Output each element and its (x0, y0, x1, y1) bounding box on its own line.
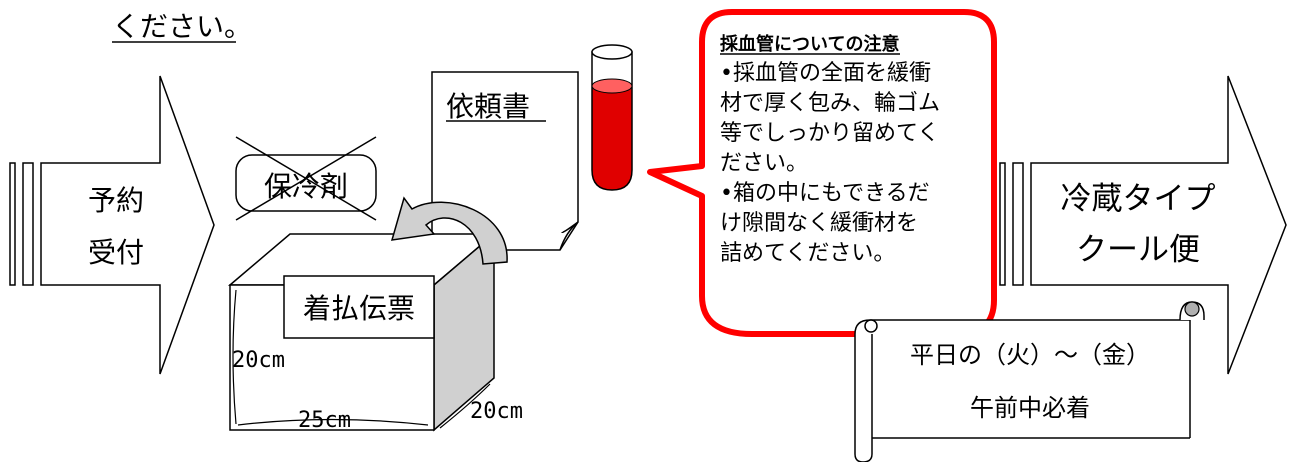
curved-arrow (390, 196, 508, 265)
cross-line (235, 136, 377, 221)
schedule-line2: 午前中必着 (970, 394, 1090, 422)
reception-line2: 受付 (88, 236, 144, 269)
callout-line: •箱の中にもできるだ (720, 181, 930, 206)
coolant-label: 保冷剤 (264, 170, 348, 203)
delivery-line2: クール便 (1076, 232, 1200, 268)
caution-callout: 採血管についての注意 •採血管の全面を緩衝 材で厚く包み、輪ゴム 等でしっかり留… (647, 9, 997, 337)
callout-title: 採血管についての注意 (720, 33, 899, 55)
box-depth: 20cm (470, 399, 523, 424)
callout-line: ださい。 (720, 151, 808, 176)
waybill: 着払伝票 (283, 275, 435, 339)
request-form-label: 依頼書 (446, 90, 530, 123)
callout-line: 等でしっかり留めてく (720, 121, 939, 146)
coolant-crossed: 保冷剤 (235, 136, 377, 221)
callout-line: 詰めてください。 (720, 241, 895, 266)
waybill-label: 着払伝票 (303, 292, 415, 325)
request-form: 依頼書 (431, 71, 579, 251)
blood-tube (591, 44, 633, 191)
callout-line: •採血管の全面を緩衝 (720, 61, 931, 86)
delivery-arrow: 冷蔵タイプ クール便 (999, 75, 1287, 375)
header-text: ください。 (112, 10, 252, 43)
schedule-line1: 平日の（火）～（金） (910, 341, 1150, 369)
box-width: 25cm (298, 408, 351, 433)
callout-line: 材で厚く包み、輪ゴム (720, 91, 940, 116)
box-height: 20cm (232, 348, 285, 373)
callout-line: け隙間なく緩衝材を (720, 211, 918, 236)
schedule-scroll: 平日の（火）～（金） 午前中必着 (854, 301, 1205, 462)
reception-arrow: 予約 受付 (9, 75, 215, 375)
reception-line1: 予約 (88, 184, 144, 217)
delivery-line1: 冷蔵タイプ (1061, 181, 1216, 217)
